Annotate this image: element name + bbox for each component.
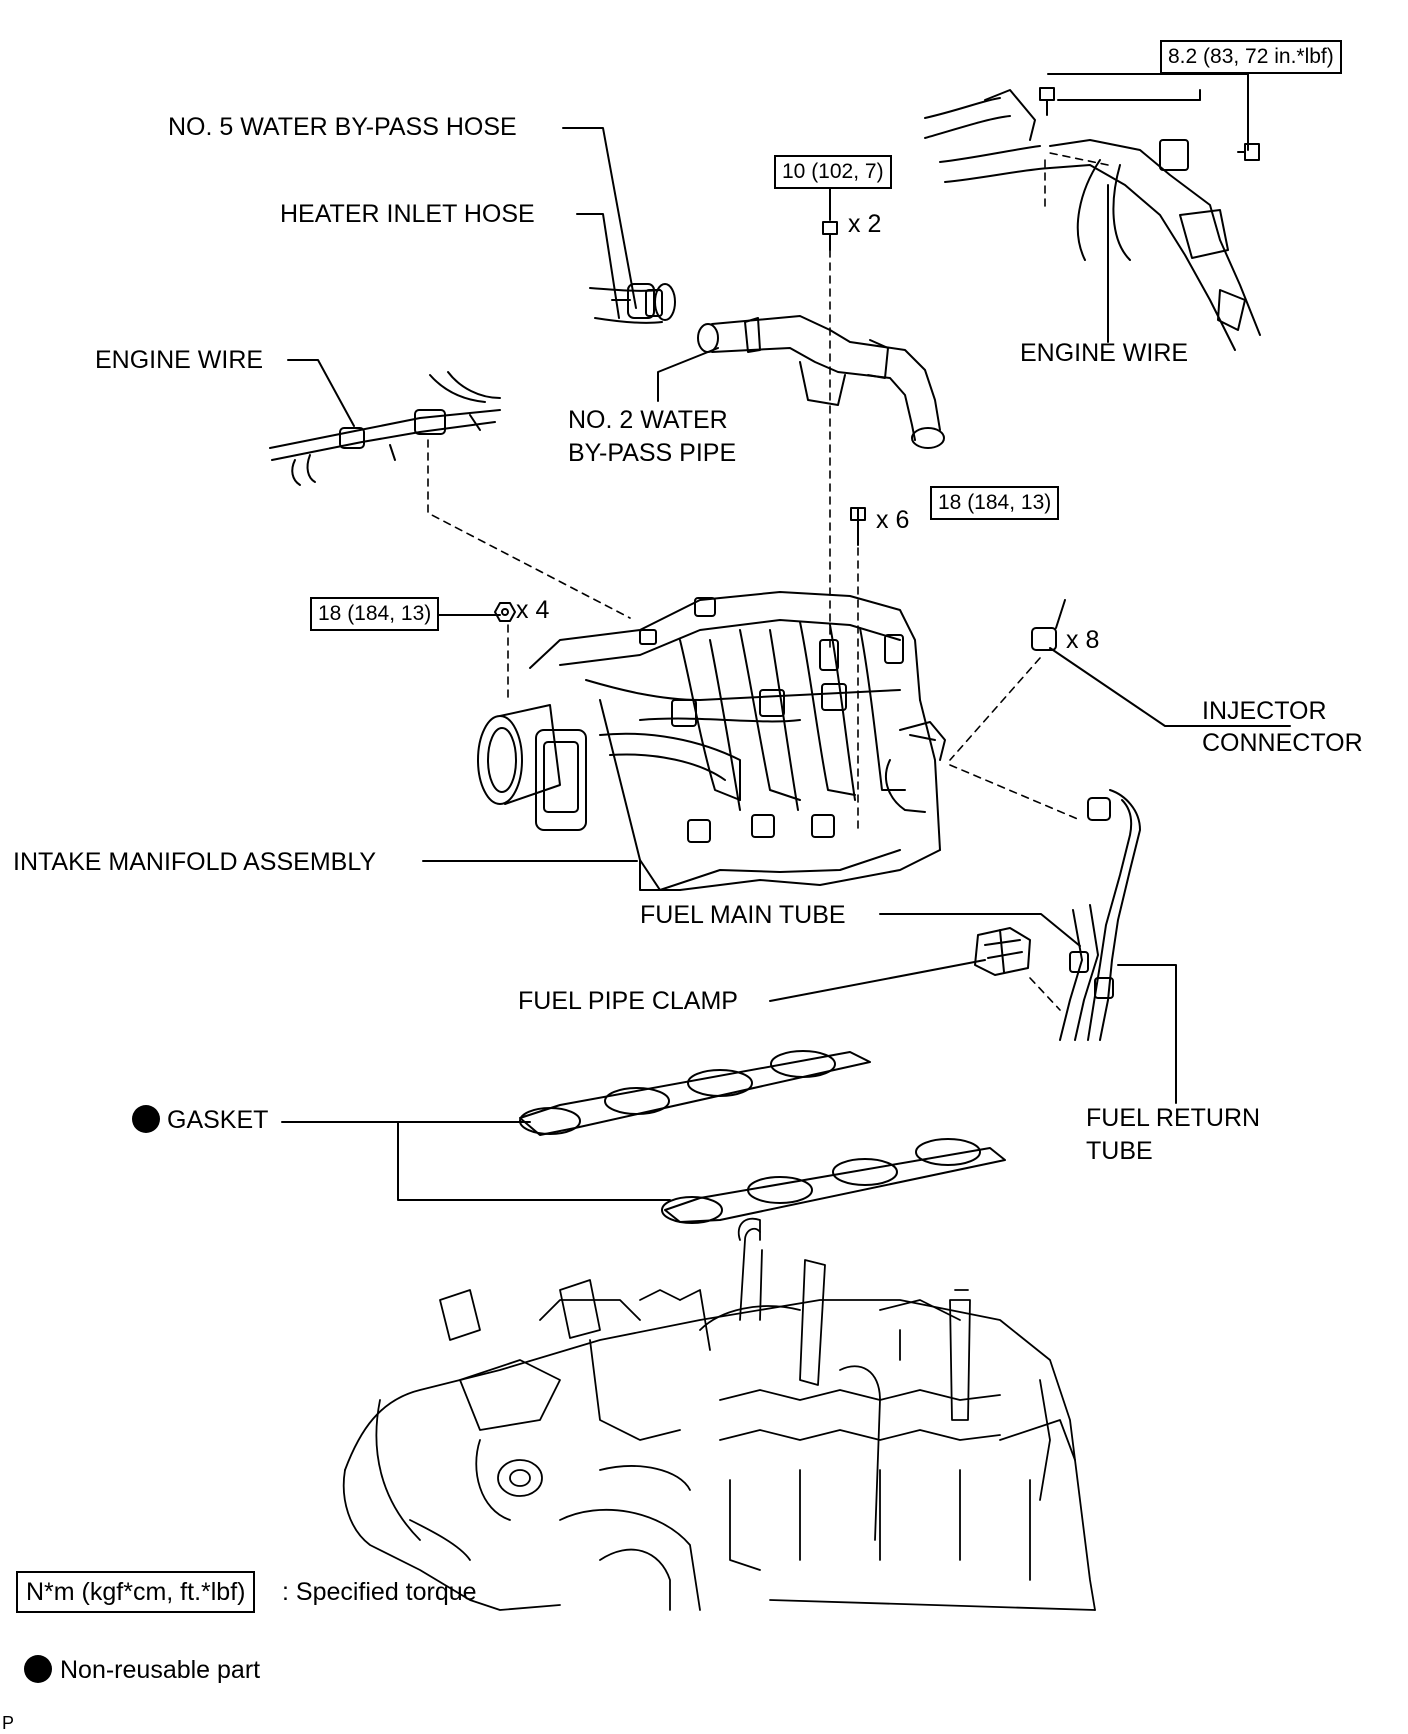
label-injector-connector-line2: CONNECTOR <box>1202 729 1363 757</box>
torque-box-engine-wire-bolt: 8.2 (83, 72 in.*lbf) <box>1160 40 1342 74</box>
legend-torque-description: : Specified torque <box>282 1578 477 1606</box>
fuel-tubes-part <box>974 789 1141 1041</box>
qty-bypass-pipe-bolt: x 2 <box>848 210 882 238</box>
label-no2-water-bypass-pipe-line1: NO. 2 WATER <box>568 406 728 434</box>
torque-box-bypass-pipe-bolt: 10 (102, 7) <box>774 155 892 189</box>
torque-box-manifold-nut: 18 (184, 13) <box>310 597 440 631</box>
engine-wire-left-part <box>269 371 501 486</box>
label-fuel-main-tube: FUEL MAIN TUBE <box>640 901 846 929</box>
label-fuel-return-tube-line1: FUEL RETURN <box>1086 1104 1261 1132</box>
legend-nonreusable-marker <box>24 1655 52 1683</box>
label-fuel-pipe-clamp: FUEL PIPE CLAMP <box>518 987 738 1015</box>
engine-block-part <box>342 1217 1096 1611</box>
legend-torque-unit-box: N*m (kgf*cm, ft.*lbf) <box>16 1571 256 1613</box>
intake-manifold-part <box>477 591 946 891</box>
engine-wire-right-part <box>924 89 1261 351</box>
footer-code: P <box>2 1713 15 1733</box>
label-no2-water-bypass-pipe-line2: BY-PASS PIPE <box>568 439 737 467</box>
qty-manifold-nut: x 4 <box>516 596 550 624</box>
label-no5-water-bypass-hose: NO. 5 WATER BY-PASS HOSE <box>168 113 517 141</box>
qty-manifold-bolt: x 6 <box>876 506 910 534</box>
qty-injector-connector: x 8 <box>1066 626 1100 654</box>
water-bypass-pipe-part <box>697 315 945 449</box>
label-engine-wire-right: ENGINE WIRE <box>1020 339 1189 367</box>
gaskets-part <box>519 1050 1006 1224</box>
label-injector-connector-line1: INJECTOR <box>1202 697 1327 725</box>
label-fuel-return-tube-line2: TUBE <box>1086 1137 1153 1165</box>
label-engine-wire-left: ENGINE WIRE <box>95 346 264 374</box>
torque-box-manifold-bolt: 18 (184, 13) <box>930 486 1060 520</box>
leader-lines <box>281 61 1291 1201</box>
alignment-lines <box>427 151 1109 1011</box>
label-heater-inlet-hose: HEATER INLET HOSE <box>280 200 535 228</box>
label-gasket: GASKET <box>167 1106 269 1134</box>
fastener-bolts <box>494 87 1260 651</box>
label-intake-manifold-assembly: INTAKE MANIFOLD ASSEMBLY <box>13 848 377 876</box>
nonreusable-marker-gasket <box>132 1105 160 1133</box>
legend-nonreusable-description: Non-reusable part <box>60 1656 261 1684</box>
heater-hoses-part <box>589 283 676 324</box>
